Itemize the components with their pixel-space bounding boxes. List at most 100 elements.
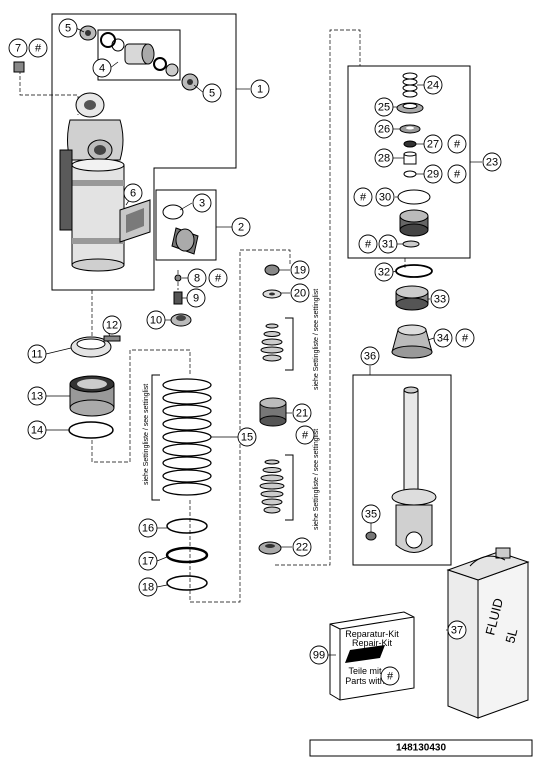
hash-marker-5-circle: [353, 187, 373, 207]
callout-10-label: 10: [150, 315, 162, 327]
shock-body: [59, 92, 151, 272]
callout-16-label: 16: [142, 523, 154, 535]
hash-marker-3: #: [447, 134, 467, 154]
callout-32-label: 32: [378, 267, 390, 279]
callout-36-label: 36: [364, 351, 376, 363]
callout-9-label: 9: [193, 293, 199, 305]
callout-25-circle: [374, 97, 394, 117]
drawing-id: 148130430: [396, 743, 446, 754]
bracket-upper-stack: [285, 317, 294, 371]
drawing-id-box: [309, 739, 533, 757]
callout-5-label: 5: [65, 23, 71, 35]
callout-35-circle: [361, 504, 381, 524]
callout-10: 10: [146, 310, 166, 330]
callout-6: 6: [123, 183, 143, 203]
callout-99-circle: [309, 645, 329, 665]
callout-14: 14: [27, 420, 47, 440]
callout-20-label: 20: [294, 288, 306, 300]
callout-33-label: 33: [434, 294, 446, 306]
callout-35: 35: [361, 504, 381, 524]
hash-marker-5: #: [353, 187, 373, 207]
fluid-can: [446, 547, 530, 719]
callout-4-label: 4: [99, 63, 105, 75]
hash-marker-2: #: [208, 268, 228, 288]
hash-marker-4-label: #: [454, 169, 461, 181]
callout-36: 36: [360, 346, 380, 366]
callout-36-circle: [360, 346, 380, 366]
callout-13: 13: [27, 386, 47, 406]
callouts: 1234567891011121314151617181920212223242…: [8, 18, 502, 686]
callout-99: 99: [309, 645, 329, 665]
callout-15: 15: [237, 427, 257, 447]
fluid-can-label-2: 5L: [502, 627, 520, 645]
repair-kit-label-2: Repair-Kit: [352, 638, 393, 648]
callout-7-circle: [8, 38, 28, 58]
callout-21: 21: [292, 403, 312, 423]
adjuster-parts: [162, 204, 199, 255]
callout-1-circle: [250, 79, 270, 99]
group-box-4: [97, 29, 181, 81]
callout-17-label: 17: [142, 556, 154, 568]
callout-22: 22: [292, 537, 312, 557]
valve-parts-8-10: [170, 274, 192, 327]
hash-marker-9-label: #: [387, 671, 394, 683]
callout-31-circle: [378, 234, 398, 254]
callout-22-circle: [292, 537, 312, 557]
callout-9: 9: [186, 288, 206, 308]
callout-10-circle: [146, 310, 166, 330]
callout-31-label: 31: [382, 239, 394, 251]
callout-34-label: 34: [437, 333, 449, 345]
callout-30-label: 30: [379, 192, 391, 204]
callout-15-circle: [237, 427, 257, 447]
callout-27: 27: [423, 134, 443, 154]
reservoir-parts: [391, 72, 433, 359]
part-7-screw: [13, 61, 25, 73]
callout-29-label: 29: [427, 169, 439, 181]
group-box-36: [352, 374, 452, 566]
callout-17: 17: [138, 551, 158, 571]
callout-28: 28: [374, 148, 394, 168]
hash-marker-1: #: [28, 38, 48, 58]
callout-37-label: 37: [451, 625, 463, 637]
callout-5-second-circle: [202, 83, 222, 103]
callout-12: 12: [102, 315, 122, 335]
hash-marker-4-circle: [447, 164, 467, 184]
callout-16: 16: [138, 518, 158, 538]
callout-3: 3: [192, 193, 212, 213]
callout-11-label: 11: [31, 349, 42, 361]
callout-7-label: 7: [15, 43, 21, 55]
callout-1: 1: [250, 79, 270, 99]
callout-12-circle: [102, 315, 122, 335]
bearing-set: [79, 25, 199, 91]
callout-3-label: 3: [199, 198, 205, 210]
callout-11: 11: [27, 344, 47, 364]
hash-marker-1-label: #: [35, 43, 42, 55]
repair-kit-label-1: Reparatur-Kit: [345, 629, 399, 639]
ktm-logo: [345, 645, 385, 663]
callout-29-circle: [423, 164, 443, 184]
hash-marker-9-circle: [380, 666, 400, 686]
callout-3-circle: [192, 193, 212, 213]
callout-37-circle: [447, 620, 467, 640]
callout-20: 20: [290, 283, 310, 303]
hash-marker-8-circle: [295, 425, 315, 445]
callout-25: 25: [374, 97, 394, 117]
callout-16-circle: [138, 518, 158, 538]
callout-4-circle: [92, 58, 112, 78]
callout-14-circle: [27, 420, 47, 440]
callout-21-label: 21: [296, 408, 308, 420]
callout-26-circle: [374, 119, 394, 139]
callout-7: 7: [8, 38, 28, 58]
callout-5: 5: [58, 18, 78, 38]
callout-30: 30: [375, 187, 395, 207]
rings-16-18: [165, 518, 209, 591]
callout-27-label: 27: [427, 139, 439, 151]
callout-2: 2: [231, 217, 251, 237]
callout-24-circle: [423, 75, 443, 95]
callout-14-label: 14: [31, 425, 43, 437]
callout-21-circle: [292, 403, 312, 423]
repair-kit-label-3: Teile mit: [348, 666, 382, 676]
callout-99-label: 99: [313, 650, 325, 662]
callout-4: 4: [92, 58, 112, 78]
